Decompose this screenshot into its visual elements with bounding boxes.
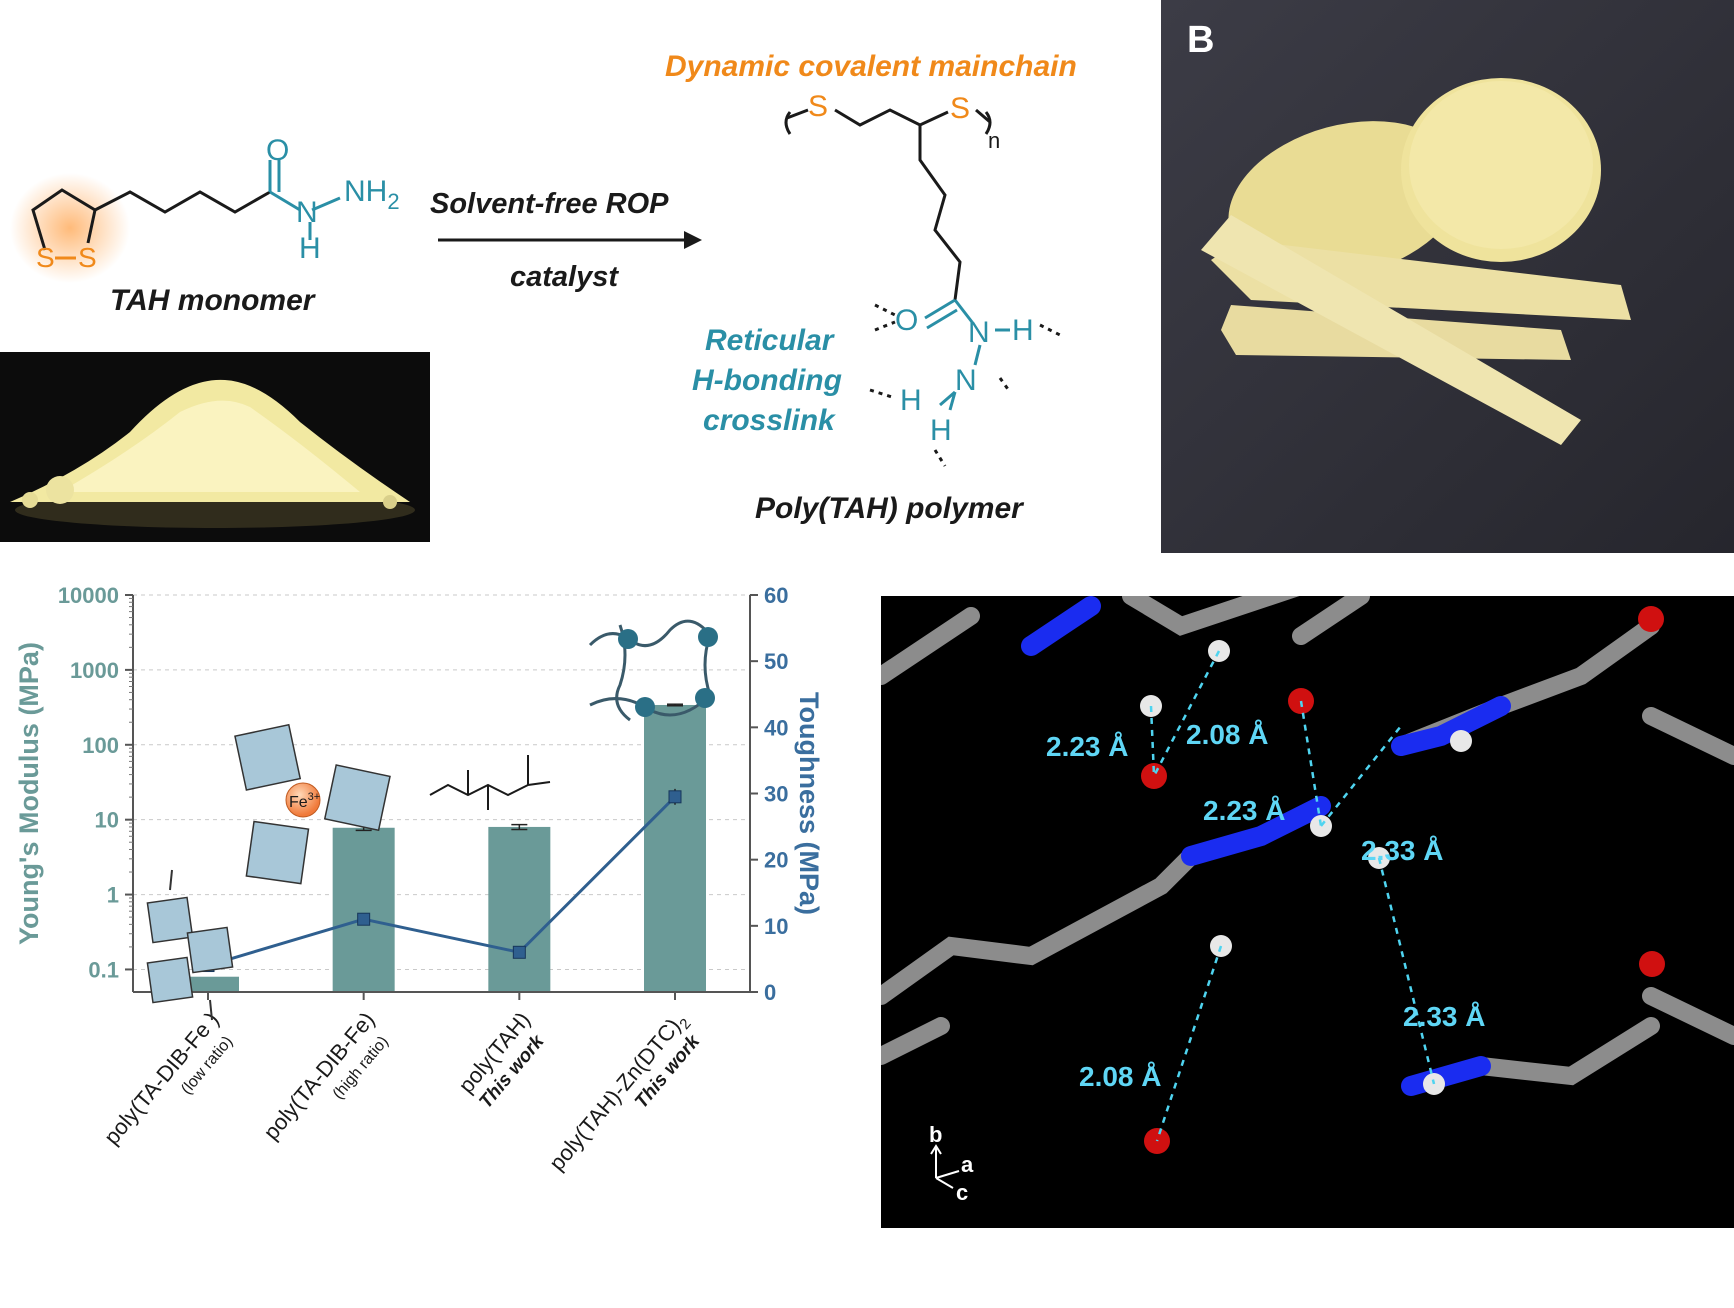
x-category-main-subscript: 2 xyxy=(676,1016,694,1033)
toughness-point xyxy=(357,912,371,926)
y-right-tick-label: 20 xyxy=(764,848,788,873)
axis-label-a: a xyxy=(961,1152,974,1177)
x-category-label: poly(TA-DIB-Fe )(low ratio) xyxy=(99,1007,236,1149)
polymer-atom-h2: H xyxy=(900,384,922,417)
bond-distance-4: 2.33 Å xyxy=(1361,835,1444,866)
reaction-arrowhead xyxy=(684,231,702,249)
polymer-label: Poly(TAH) polymer xyxy=(755,492,1025,525)
ring-sulfur-2: S xyxy=(78,242,97,273)
sample-strip-3 xyxy=(1201,215,1581,445)
inset-fe-complex: Fe3+ xyxy=(234,723,391,885)
bar-modulus xyxy=(332,827,395,992)
polymer-sulfur-1: S xyxy=(808,90,828,123)
monomer-atom-n: N xyxy=(296,196,318,229)
y-right-axis-title: Toughness (MPa) xyxy=(794,692,824,915)
bond-distance-1: 2.23 Å xyxy=(1046,731,1129,762)
y-left-tick-label: 1000 xyxy=(70,658,119,683)
crosslink-label-3: crosslink xyxy=(703,404,836,437)
x-category-label: poly(TAH)This work xyxy=(453,1007,549,1113)
hbond-dashes xyxy=(869,303,1061,467)
polymer-atom-o: O xyxy=(895,304,918,337)
monomer-label: TAH monomer xyxy=(110,284,317,317)
inset-network xyxy=(588,619,718,722)
y-left-axis-title: Young's Modulus (MPa) xyxy=(14,642,44,945)
polymer-atom-h1: H xyxy=(1012,314,1034,347)
polymer-atom-h3: H xyxy=(930,414,952,447)
toughness-point xyxy=(512,945,526,959)
bond-distance-3: 2.23 Å xyxy=(1203,795,1286,826)
y-right-tick-label: 40 xyxy=(764,715,788,740)
fe-label: Fe3+ xyxy=(289,791,320,811)
bar-modulus xyxy=(177,976,239,992)
bond-distance-2: 2.08 Å xyxy=(1186,719,1269,750)
y-left-tick-label: 100 xyxy=(82,733,119,758)
carbon-sticks xyxy=(881,596,1734,1086)
reaction-scheme: O N H NH2 S S TAH monomer Solvent-free R… xyxy=(10,50,1077,525)
bond-distance-5: 2.33 Å xyxy=(1403,1001,1486,1032)
ring-sulfur-1: S xyxy=(36,242,55,273)
monomer-atom-h: H xyxy=(299,232,321,265)
tah-monomer-structure xyxy=(31,188,271,251)
axis-label-b: b xyxy=(929,1122,942,1147)
polymer-atom-n1: N xyxy=(968,316,990,349)
hydrazide-bonds xyxy=(268,160,341,240)
toughness-line xyxy=(207,795,677,967)
bar-modulus xyxy=(488,826,551,992)
sample-photo-panel: B xyxy=(1161,0,1734,553)
toughness-point xyxy=(668,790,682,804)
panel-label-b: B xyxy=(1187,19,1214,61)
inset-carboxyl-dimer xyxy=(146,869,234,1021)
y-right-tick-label: 0 xyxy=(764,980,776,1005)
oxygen-atoms xyxy=(1141,606,1665,1154)
monomer-atom-o: O xyxy=(266,134,289,167)
polymer-hydrazide xyxy=(924,298,1010,411)
crosslink-label-2: H-bonding xyxy=(692,364,842,397)
bond-distance-6: 2.08 Å xyxy=(1079,1061,1162,1092)
y-right-tick-label: 50 xyxy=(764,649,788,674)
bar-modulus xyxy=(644,704,706,992)
y-left-tick-label: 1 xyxy=(107,883,119,908)
y-left-tick-label: 10000 xyxy=(58,583,119,608)
y-right-tick-label: 60 xyxy=(764,583,788,608)
mainchain-label: Dynamic covalent mainchain xyxy=(665,50,1077,83)
ring-glow xyxy=(10,173,130,283)
axis-label-c: c xyxy=(956,1180,968,1205)
monomer-nh2: NH2 xyxy=(344,175,400,214)
repeat-unit-n: n xyxy=(988,128,1000,153)
x-category-label: poly(TA-DIB-Fe)(high ratio) xyxy=(258,1007,392,1144)
x-category-main: poly(TAH)-Zn(DTC)2 xyxy=(544,1007,695,1178)
axis-orientation-icon xyxy=(930,1144,960,1189)
hbond-dashed-lines xyxy=(1149,650,1436,1142)
reaction-condition-bottom: catalyst xyxy=(510,261,619,293)
fe-ion-icon xyxy=(285,782,321,818)
y-right-tick-label: 30 xyxy=(764,782,788,807)
y-right-tick-label: 10 xyxy=(764,914,788,939)
crystal-structure-panel: 2.23 Å 2.08 Å 2.23 Å 2.33 Å 2.33 Å 2.08 … xyxy=(881,596,1734,1228)
monomer-powder-photo xyxy=(0,352,430,542)
y-left-tick-label: 0.1 xyxy=(88,957,119,982)
nitrogen-sticks xyxy=(1021,596,1511,1096)
crosslink-label-1: Reticular xyxy=(705,324,836,357)
reaction-condition-top: Solvent-free ROP xyxy=(430,188,669,220)
polymer-backbone xyxy=(784,108,992,301)
polymer-sulfur-2: S xyxy=(950,92,970,125)
inset-hydrazide xyxy=(429,755,551,810)
polymer-atom-n2: N xyxy=(955,364,977,397)
y-left-tick-label: 10 xyxy=(95,808,119,833)
